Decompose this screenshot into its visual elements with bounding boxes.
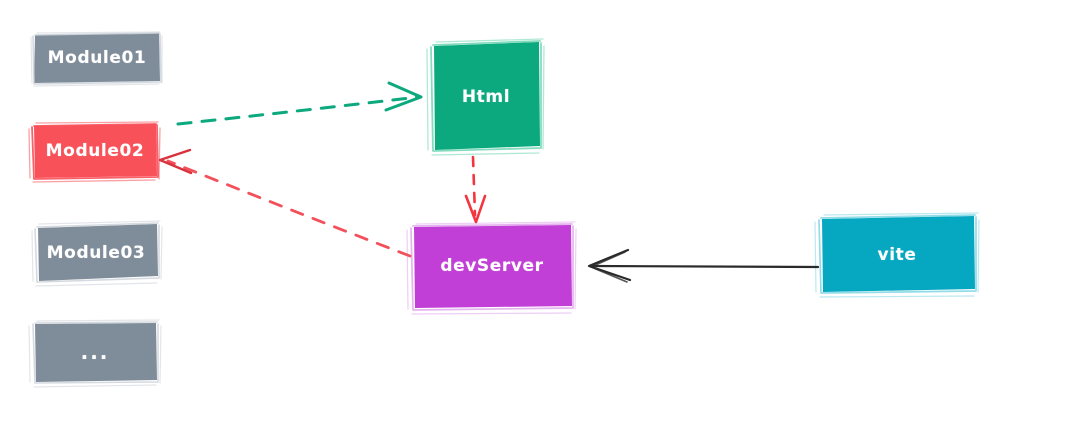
module03-sketch-outline-2 — [31, 220, 163, 287]
html-sketch-outline-2 — [426, 38, 545, 156]
edge-html-to-devserver-line — [471, 155, 477, 217]
edge-vite-to-devserver[interactable] — [587, 248, 820, 283]
node-module02[interactable] — [28, 121, 161, 183]
module01-sketch-outline-2 — [30, 31, 163, 87]
edge-devserver-to-module02-line — [166, 159, 412, 258]
devserver-sketch-outline-2 — [406, 221, 577, 315]
module-more-sketch-outline — [32, 321, 159, 384]
edge-module02-to-html-line — [176, 95, 420, 126]
devserver-sketch-outline — [410, 223, 574, 311]
node-devserver[interactable] — [406, 221, 577, 315]
edge-vite-to-devserver-line — [590, 264, 820, 269]
edge-devserver-to-module02-arrowhead — [158, 148, 193, 175]
module02-shape — [34, 124, 157, 178]
node-module03[interactable] — [31, 220, 163, 287]
edge-module02-to-html[interactable] — [176, 81, 423, 126]
edge-vite-to-devserver-arrowhead — [587, 248, 632, 282]
module-more-shape — [35, 323, 157, 382]
vite-sketch-outline-2 — [814, 212, 980, 298]
devserver-shape — [414, 225, 572, 308]
module-more-sketch-outline-2 — [28, 319, 162, 388]
vite-sketch-outline — [818, 214, 977, 294]
html-shape — [434, 42, 540, 150]
module01-shape — [34, 33, 160, 83]
edge-vite-to-devserver-arrowhead-2 — [590, 251, 628, 283]
module02-sketch-outline — [31, 123, 159, 180]
vite-shape — [822, 216, 975, 292]
edge-devserver-to-module02[interactable] — [158, 148, 412, 258]
edge-html-to-devserver-arrowhead — [464, 194, 487, 224]
edge-module02-to-html-arrowhead — [384, 81, 423, 112]
edge-html-to-devserver[interactable] — [464, 155, 487, 224]
module03-sketch-outline — [34, 222, 160, 283]
node-vite[interactable] — [814, 212, 980, 298]
module02-sketch-outline-2 — [28, 121, 161, 183]
html-sketch-outline — [430, 40, 542, 152]
node-html[interactable] — [426, 38, 545, 156]
node-module-more[interactable] — [28, 319, 162, 388]
node-module01[interactable] — [30, 31, 163, 87]
module03-shape — [38, 224, 158, 281]
module01-sketch-outline — [32, 32, 162, 85]
